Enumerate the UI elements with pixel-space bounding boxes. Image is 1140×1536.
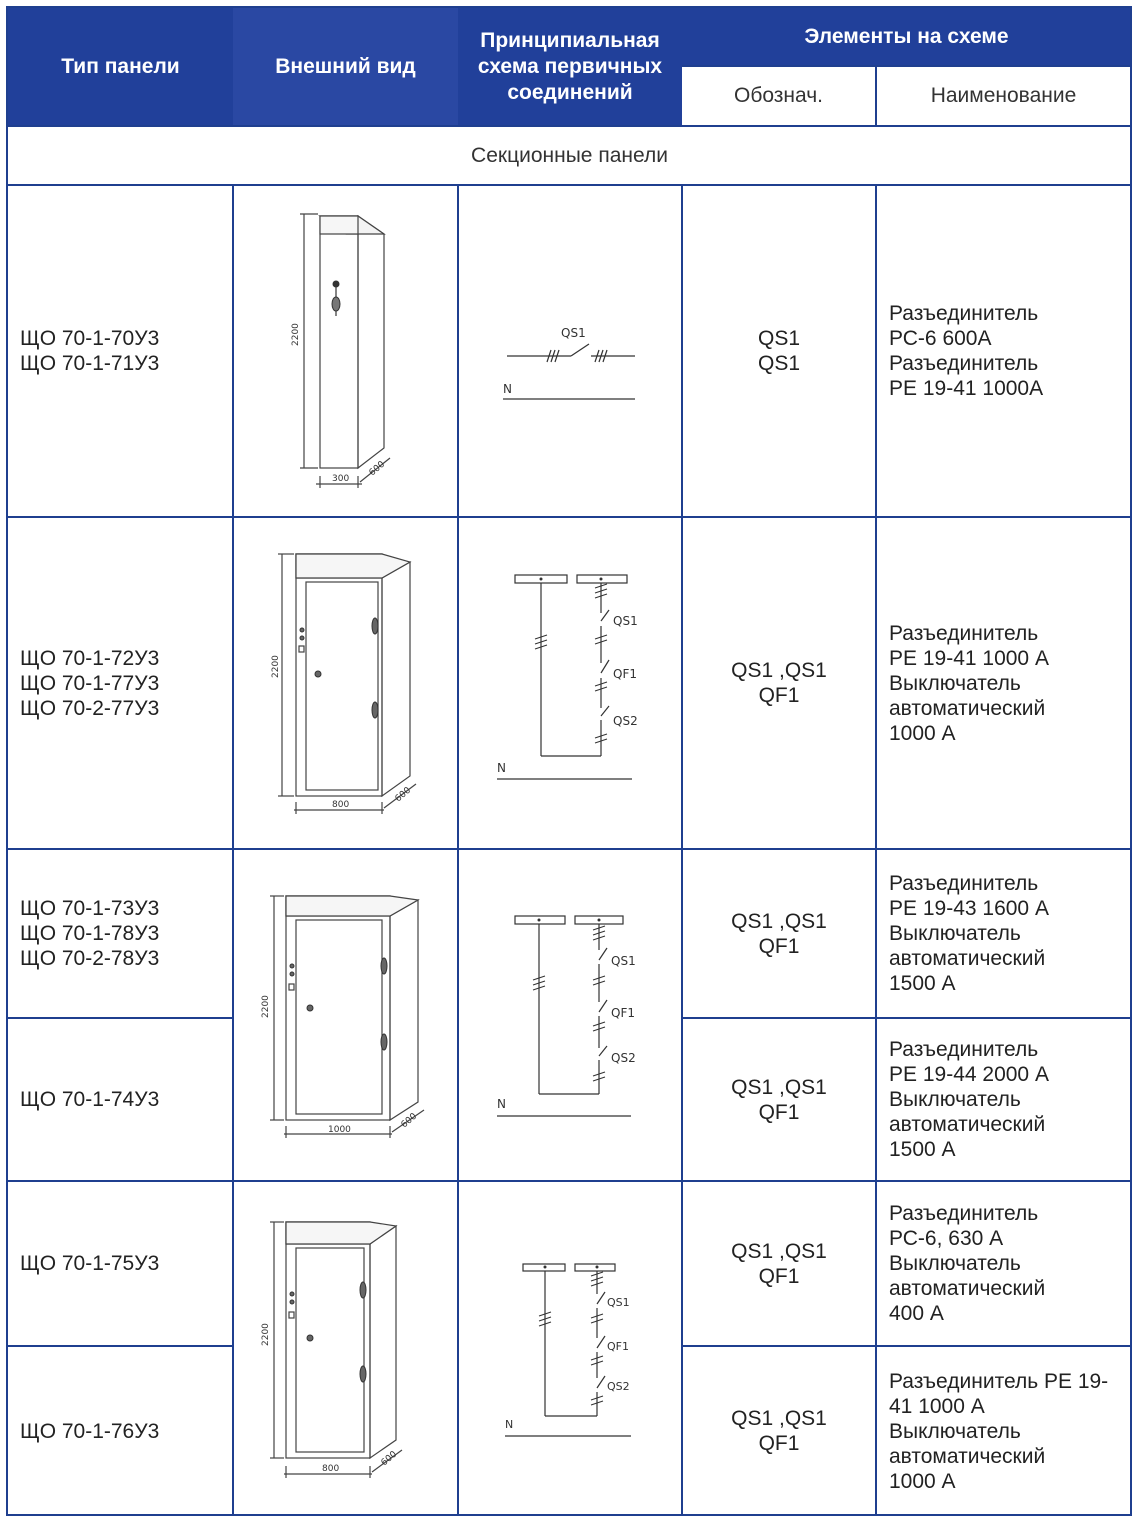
qs1-label: QS1 [613, 614, 638, 628]
panel-type-cell: ЩО 70-1-76У3 [20, 1419, 160, 1443]
grid-line [232, 184, 234, 1516]
width-label: 1000 [328, 1125, 351, 1135]
qf1-label: QF1 [611, 1006, 635, 1020]
cabinet-drawing: 2200 800 600 [271, 553, 417, 814]
grid-line [8, 184, 1132, 186]
element-name-cell: Разъединитель РС-6 600А Разъединитель РЕ… [889, 302, 1044, 400]
grid-line [682, 65, 1132, 67]
element-name-cell: Разъединитель РЕ 19-44 2000 А Выключател… [889, 1038, 1049, 1161]
panel-type-cell: ЩО 70-1-70У3 ЩО 70-1-71У3 [20, 327, 160, 375]
section-title: Секционные панели [471, 143, 668, 167]
height-label: 2200 [271, 655, 281, 678]
grid-line [682, 1345, 1132, 1347]
dimension-labels: 2200 300 600 [291, 323, 387, 484]
designation-cell: QS1 ,QS1 QF1 [731, 1075, 827, 1124]
header-type: Тип панели [8, 8, 233, 125]
height-label: 2200 [261, 1323, 271, 1346]
designation-cell: QS1 ,QS1 QF1 [731, 659, 827, 707]
grid-line [682, 1017, 1132, 1019]
circuit-scheme: QS1 QF1 QS2 N [497, 574, 638, 780]
circuit-scheme: QS1 QF1 QS2 N [497, 915, 636, 1117]
designation-cell: QS1 ,QS1 QF1 [731, 1407, 827, 1455]
header-view: Внешний вид [233, 8, 458, 125]
designation-cell: QS1 QS1 [757, 327, 801, 375]
header-elements: Элементы на схеме [682, 8, 1131, 66]
grid-line [875, 184, 877, 1516]
grid-line [681, 184, 683, 1516]
qs2-label: QS2 [607, 1380, 630, 1393]
grid-line [457, 184, 459, 1516]
depth-label: 600 [380, 1449, 400, 1468]
header-scheme: Принципиальная схема первичных соединени… [458, 8, 682, 125]
element-name-cell: Разъединитель РЕ 19-41 1000 А Выключател… [889, 621, 1049, 745]
element-name-cell: Разъединитель РС-6, 630 А Выключатель ав… [889, 1202, 1046, 1325]
element-name-cell: Разъединитель РЕ 19- 41 1000 А Выключате… [889, 1369, 1109, 1493]
circuit-scheme: QS1 QF1 QS2 N [505, 1263, 631, 1437]
grid-line [8, 516, 1132, 518]
designation-cell: QS1 ,QS1 QF1 [731, 1239, 827, 1288]
cabinet-drawing: 2200 800 600 [261, 1221, 403, 1478]
panel-type-cell: ЩО 70-1-72У3 ЩО 70-1-77У3 ЩО 70-2-77У3 [20, 646, 160, 720]
qs1-label: QS1 [611, 954, 636, 968]
cabinet-drawing: 2200 1000 600 [261, 895, 425, 1138]
width-label: 800 [322, 1464, 339, 1474]
grid-line [8, 1017, 233, 1019]
height-label: 2200 [261, 995, 271, 1018]
grid-line [8, 848, 1132, 850]
qf1-label: QF1 [607, 1340, 629, 1353]
grid-line [8, 125, 1132, 127]
n-label: N [505, 1418, 513, 1431]
qf1-label: QF1 [613, 667, 637, 681]
n-label: N [497, 761, 506, 775]
width-label: 300 [332, 474, 349, 484]
grid-line [8, 1345, 233, 1347]
n-label: N [503, 382, 512, 396]
element-name-cell: Разъединитель РЕ 19-43 1600 А Выключател… [889, 872, 1049, 995]
panel-type-cell: ЩО 70-1-75У3 [20, 1252, 160, 1275]
grid-line [875, 66, 877, 126]
qs1-label: QS1 [561, 326, 586, 340]
panel-type-cell: ЩО 70-1-74У3 [20, 1088, 160, 1111]
table-frame [6, 6, 1132, 1516]
qs1-label: QS1 [607, 1296, 630, 1309]
grid-line [8, 1180, 1132, 1182]
circuit-scheme: QS1 N [503, 326, 635, 400]
qs2-label: QS2 [613, 714, 638, 728]
panel-type-cell: ЩО 70-1-73У3 ЩО 70-1-78У3 ЩО 70-2-78У3 [20, 897, 160, 970]
n-label: N [497, 1097, 506, 1111]
qs2-label: QS2 [611, 1051, 636, 1065]
width-label: 800 [332, 800, 349, 810]
designation-cell: QS1 ,QS1 QF1 [731, 909, 827, 958]
header-designation: Обознач. [682, 66, 875, 125]
cabinet-drawing: 2200 300 600 [291, 213, 391, 488]
height-label: 2200 [291, 323, 301, 346]
header-name: Наименование [876, 66, 1131, 125]
depth-label: 600 [400, 1111, 420, 1130]
